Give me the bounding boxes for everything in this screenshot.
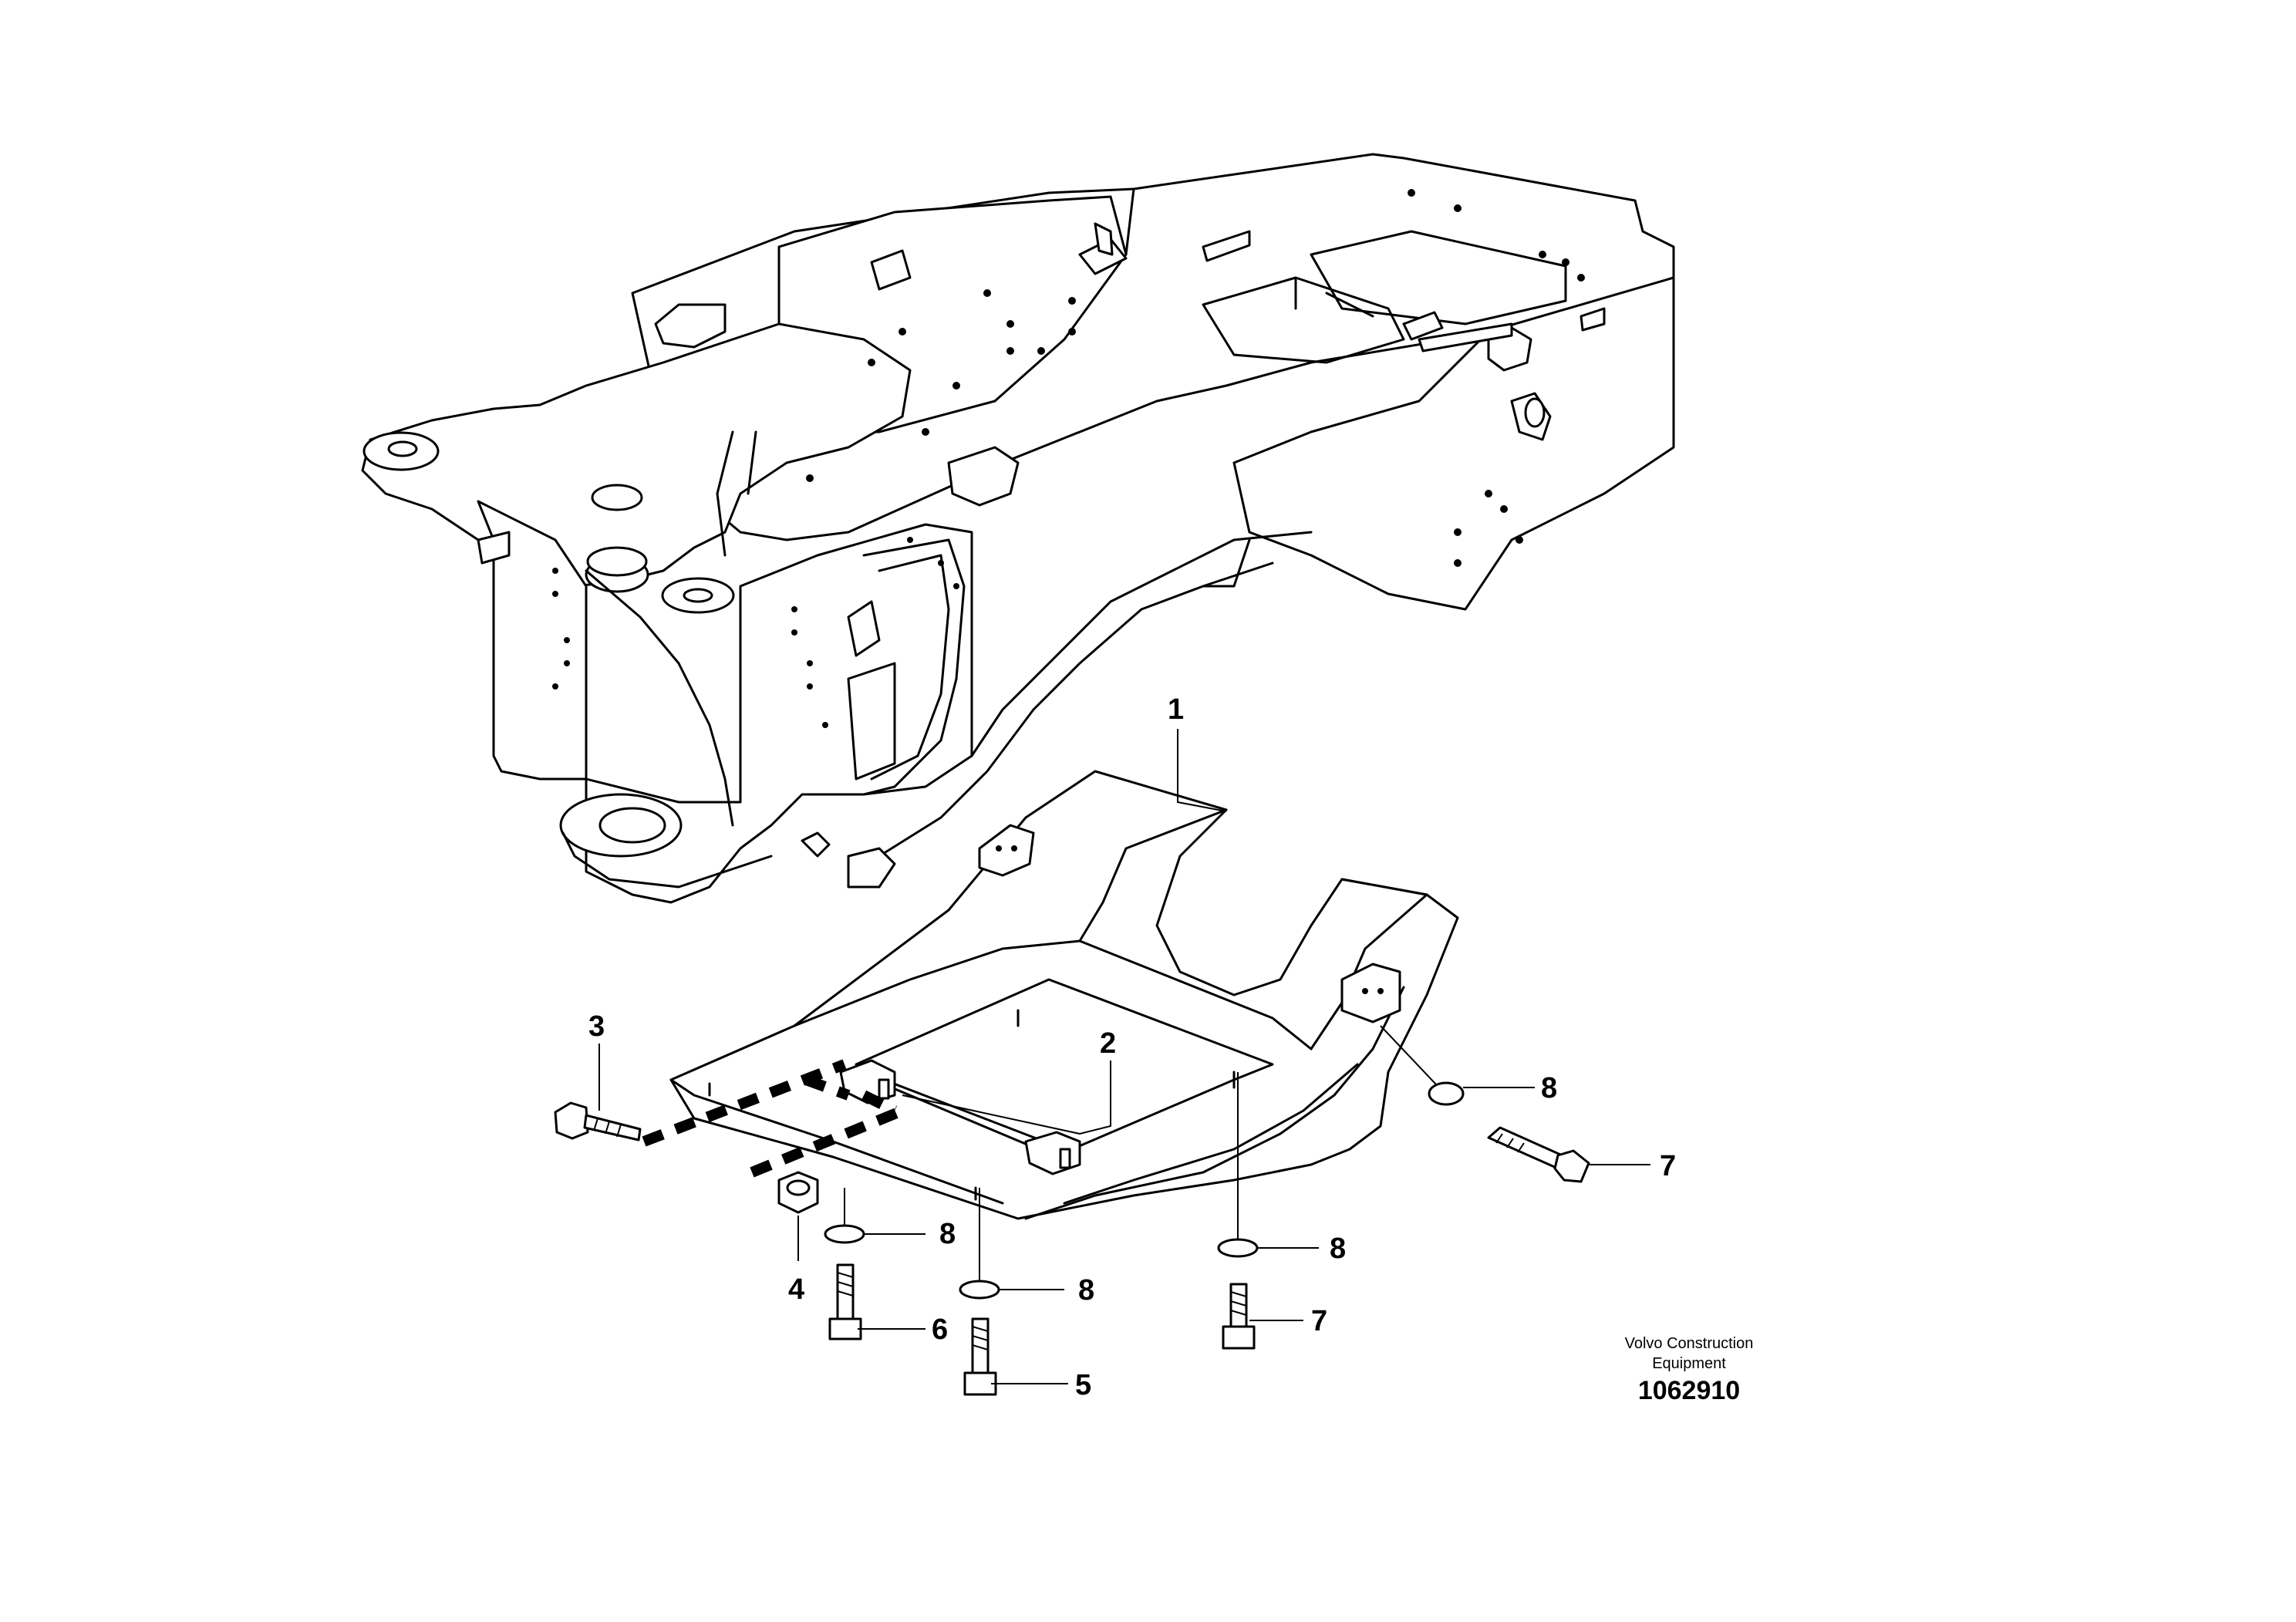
washer-part-8-middle bbox=[959, 1280, 1000, 1300]
callout-1: 1 bbox=[1168, 693, 1184, 726]
callout-8-middle: 8 bbox=[1078, 1274, 1094, 1307]
callout-7-upper: 7 bbox=[1660, 1150, 1676, 1182]
front-upper-pivots bbox=[362, 431, 735, 614]
frame-front-wall-left bbox=[477, 500, 588, 781]
guard-hinges bbox=[839, 1059, 1081, 1175]
callout-3: 3 bbox=[588, 1010, 605, 1043]
guard-brackets bbox=[978, 824, 1401, 1023]
callout-6: 6 bbox=[932, 1313, 948, 1346]
front-lower-pivot bbox=[559, 793, 773, 889]
brand-line-2: Equipment bbox=[1652, 1355, 1726, 1372]
callout-8-right-lower: 8 bbox=[1330, 1233, 1346, 1265]
bolt-part-7-upper bbox=[1487, 1126, 1590, 1183]
drawing-number: 1062910 bbox=[1638, 1376, 1740, 1405]
bolt-part-5 bbox=[963, 1317, 997, 1396]
washer-part-8-upper-right bbox=[1428, 1081, 1465, 1106]
frame-holes bbox=[552, 189, 1585, 728]
bolt-part-7-lower bbox=[1222, 1283, 1256, 1350]
washer-part-8-left bbox=[824, 1224, 865, 1244]
brand-line-1: Volvo Construction bbox=[1625, 1335, 1754, 1352]
fasteners bbox=[554, 1081, 1590, 1396]
belly-guard bbox=[642, 770, 1459, 1220]
bolt-part-6 bbox=[828, 1263, 862, 1340]
bolt-part-3 bbox=[554, 1101, 642, 1141]
washer-part-8-right-lower bbox=[1217, 1238, 1259, 1258]
frame-lower-curve bbox=[970, 531, 1313, 757]
callout-7-lower: 7 bbox=[1311, 1305, 1327, 1337]
frame-drawing bbox=[361, 153, 1675, 904]
callout-2: 2 bbox=[1100, 1027, 1116, 1060]
nut-part-4 bbox=[777, 1171, 819, 1214]
drawing-footer: Volvo Construction Equipment 1062910 bbox=[1625, 1335, 1754, 1405]
callout-8-upper-right: 8 bbox=[1541, 1072, 1557, 1104]
frame-rear-deck bbox=[1310, 230, 1567, 325]
guard-inner-opening bbox=[855, 978, 1274, 1151]
callout-labels: 1 2 3 4 5 6 7 7 8 8 8 8 bbox=[588, 693, 1676, 1401]
frame-rear-box bbox=[1232, 276, 1675, 611]
leader-lines bbox=[598, 729, 1650, 1384]
callout-8-left: 8 bbox=[939, 1218, 956, 1250]
frame-brackets bbox=[477, 222, 1606, 889]
callout-4: 4 bbox=[788, 1273, 804, 1306]
fastener-dashes bbox=[642, 1059, 905, 1178]
callout-5: 5 bbox=[1075, 1369, 1091, 1401]
